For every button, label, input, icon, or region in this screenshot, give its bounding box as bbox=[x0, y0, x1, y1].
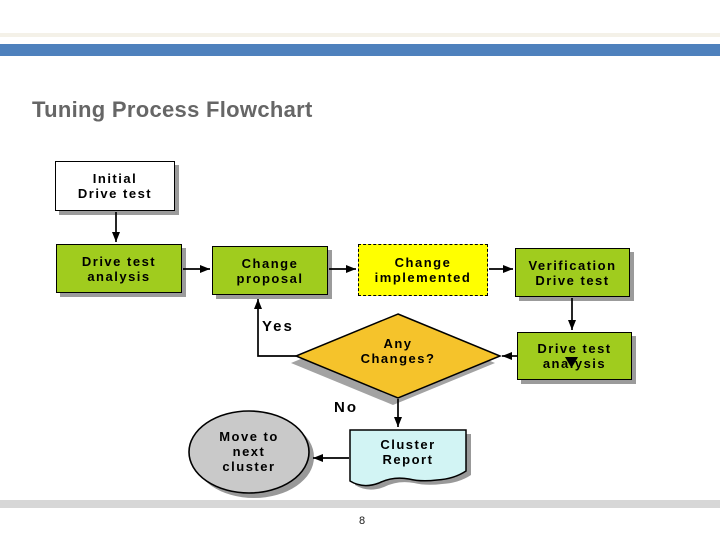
decision-label: Any Changes? bbox=[360, 336, 436, 366]
node-drive-test-analysis-left-label: Drive test analysis bbox=[81, 253, 157, 284]
node-verification-drive-test-label: Verification Drive test bbox=[528, 257, 617, 288]
node-drive-test-analysis-left: Drive test analysis bbox=[56, 244, 182, 293]
node-change-implemented: Change implemented bbox=[358, 244, 488, 296]
report-label: Cluster Report bbox=[380, 437, 436, 467]
node-verification-drive-test: Verification Drive test bbox=[515, 248, 630, 297]
no-branch-label: No bbox=[334, 399, 358, 416]
node-drive-test-analysis-right: Drive test analysis bbox=[517, 332, 632, 380]
top-accent-bar bbox=[0, 44, 720, 56]
node-change-proposal: Change proposal bbox=[212, 246, 328, 295]
footer-bar bbox=[0, 500, 720, 508]
page-number: 8 bbox=[358, 515, 366, 527]
top-divider bbox=[0, 33, 720, 37]
node-initial-drive-test: Initial Drive test bbox=[55, 161, 175, 211]
move-next-label: Move to next cluster bbox=[219, 429, 279, 474]
node-change-proposal-label: Change proposal bbox=[236, 255, 304, 286]
node-change-implemented-label: Change implemented bbox=[374, 255, 472, 285]
yes-branch-label: Yes bbox=[262, 318, 294, 335]
node-drive-test-analysis-right-label: Drive test analysis bbox=[537, 341, 612, 371]
slide-title: Tuning Process Flowchart bbox=[32, 97, 313, 122]
node-initial-drive-test-label: Initial Drive test bbox=[77, 171, 153, 201]
